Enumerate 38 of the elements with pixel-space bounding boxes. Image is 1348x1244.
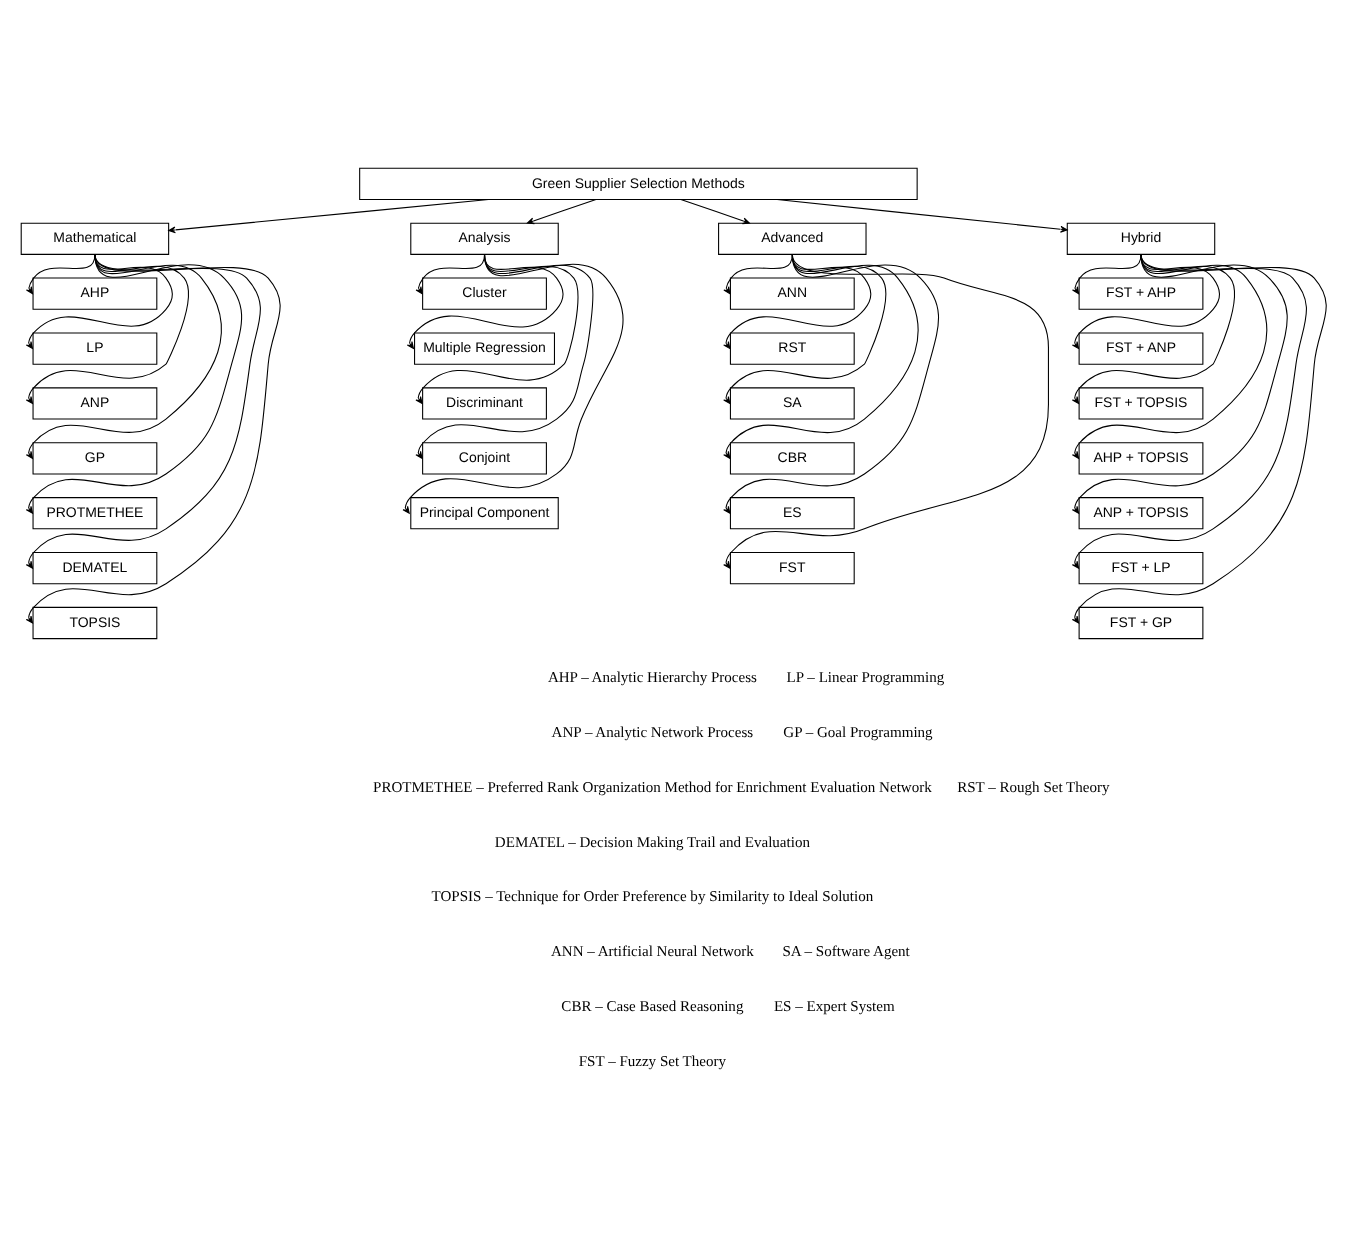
label: ANN – Artificial Neural Network bbox=[550, 941, 754, 960]
arrow bbox=[1071, 252, 1307, 568]
arrow bbox=[723, 252, 887, 403]
arrow bbox=[402, 252, 624, 513]
label: AHP – Analytic Hierarchy Process bbox=[547, 666, 757, 685]
arrow bbox=[1071, 252, 1235, 403]
arrow bbox=[723, 252, 793, 294]
arrow bbox=[1071, 252, 1268, 458]
arrow bbox=[723, 252, 940, 513]
label: FST – Fuzzy Set Theory bbox=[578, 1051, 727, 1070]
label: GP – Goal Programming bbox=[783, 721, 933, 740]
arrow bbox=[168, 198, 489, 233]
arrow bbox=[723, 252, 1049, 568]
arrow bbox=[1071, 252, 1327, 623]
label: CBR – Case Based Reasoning bbox=[561, 996, 744, 1015]
arrow bbox=[1071, 252, 1288, 513]
label: PROTMETHEE – Preferred Rank Organization Method for Enrichment Evaluation Network bbox=[373, 776, 932, 795]
label: ES – Expert System bbox=[773, 996, 895, 1015]
label: LP – Linear Programming bbox=[786, 666, 945, 685]
arrow bbox=[1071, 252, 1221, 349]
label: RST – Rough Set Theory bbox=[957, 776, 1110, 795]
arrow bbox=[406, 252, 564, 349]
label: DEMATEL – Decision Making Trail and Evaluation bbox=[494, 831, 810, 850]
arrow bbox=[415, 252, 594, 458]
arrow bbox=[526, 198, 597, 224]
arrow bbox=[723, 252, 919, 458]
label: TOPSIS – Technique for Order Preference by Similarity to Ideal Solution bbox=[431, 886, 874, 905]
arrow bbox=[680, 198, 750, 224]
arrow bbox=[1072, 252, 1142, 294]
label: SA – Software Agent bbox=[782, 941, 910, 960]
arrow bbox=[25, 252, 261, 568]
arrow bbox=[415, 252, 579, 403]
arrow bbox=[415, 252, 486, 294]
arrow bbox=[776, 198, 1068, 232]
arrow bbox=[723, 252, 872, 349]
label: ANP – Analytic Network Process bbox=[551, 721, 754, 740]
arrow bbox=[25, 252, 281, 623]
arrow bbox=[25, 252, 243, 513]
